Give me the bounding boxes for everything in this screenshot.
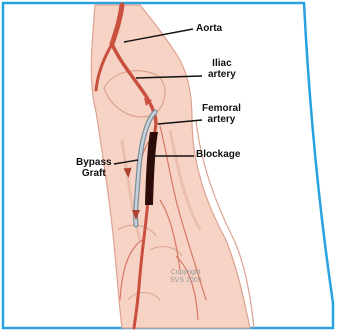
iliac-label-line2: artery — [208, 69, 236, 80]
copyright-notice: Copyright SVS 2005 — [170, 269, 202, 285]
aorta-label: Aorta — [196, 23, 222, 34]
blockage-label-text: Blockage — [196, 149, 240, 160]
femoral-artery-label: Femoral artery — [202, 103, 241, 125]
bypass-label-line2: Graft — [76, 168, 112, 179]
iliac-label-line1: Iliac — [208, 58, 236, 69]
femoral-label-line2: artery — [202, 114, 241, 125]
copyright-line1: Copyright — [170, 269, 202, 277]
bypass-label-line1: Bypass — [76, 157, 112, 168]
aorta-label-text: Aorta — [196, 23, 222, 34]
copyright-line2: SVS 2005 — [170, 277, 202, 285]
iliac-artery-label: Iliac artery — [208, 58, 236, 80]
blockage-label: Blockage — [196, 149, 240, 160]
femoral-label-line1: Femoral — [202, 103, 241, 114]
bypass-graft-label: Bypass Graft — [76, 157, 112, 179]
